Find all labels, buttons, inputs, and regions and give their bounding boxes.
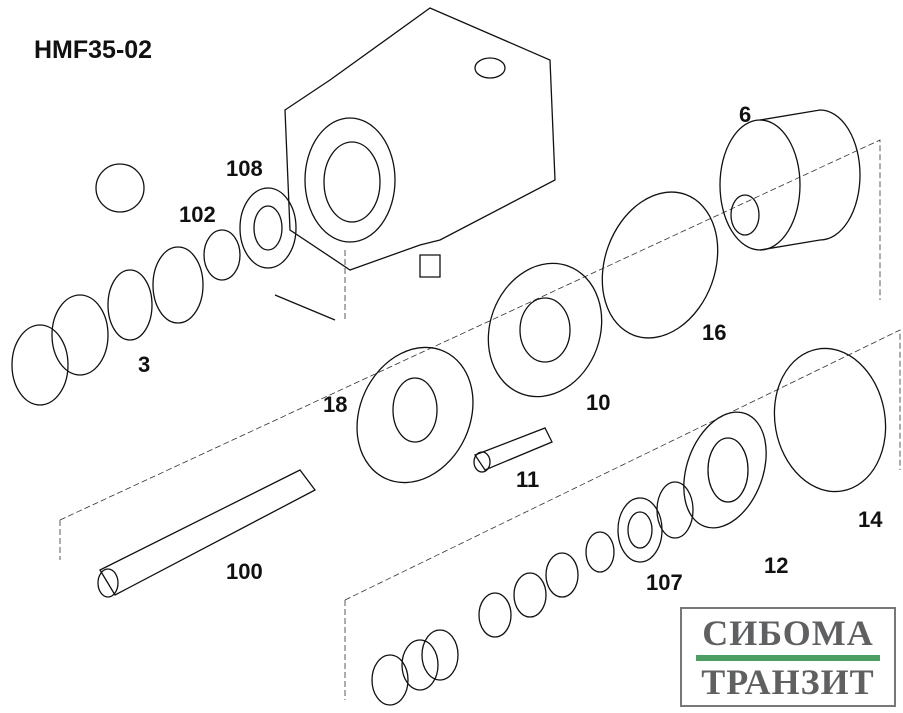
part-label-10: 10 bbox=[586, 390, 611, 415]
part-label-3: 3 bbox=[138, 352, 151, 377]
part-label-11: 11 bbox=[516, 467, 540, 492]
part-label-6: 6 bbox=[739, 102, 752, 127]
logo-accent-bar bbox=[696, 655, 880, 661]
drive-shaft-100 bbox=[97, 469, 316, 598]
logo-line-1: СИБОМА bbox=[702, 613, 874, 653]
part-label-102: 102 bbox=[179, 202, 216, 227]
assembly-guide-lines bbox=[59, 139, 901, 700]
valve-plate-10 bbox=[487, 262, 603, 398]
part-label-12: 12 bbox=[764, 553, 789, 578]
spring-and-rings bbox=[371, 531, 615, 706]
part-label-18: 18 bbox=[323, 392, 348, 417]
part-label-16: 16 bbox=[702, 320, 727, 345]
bearing-107 bbox=[617, 481, 694, 563]
front-seals bbox=[11, 163, 336, 406]
motor-housing bbox=[284, 7, 556, 278]
gasket-16 bbox=[601, 191, 719, 339]
cylinder-block-6 bbox=[719, 109, 861, 251]
part-label-14: 14 bbox=[858, 507, 883, 532]
part-label-108: 108 bbox=[226, 156, 263, 181]
logo-line-2: ТРАНЗИТ bbox=[701, 662, 875, 702]
company-logo: СИБОМА ТРАНЗИТ bbox=[680, 607, 896, 707]
part-label-107: 107 bbox=[646, 570, 683, 595]
pin-11 bbox=[473, 427, 553, 473]
part-label-100: 100 bbox=[226, 559, 263, 584]
model-title: HMF35-02 bbox=[34, 36, 153, 64]
plate-18 bbox=[356, 346, 474, 484]
seal-ring-14 bbox=[773, 347, 887, 493]
port-plate-12 bbox=[683, 411, 767, 529]
